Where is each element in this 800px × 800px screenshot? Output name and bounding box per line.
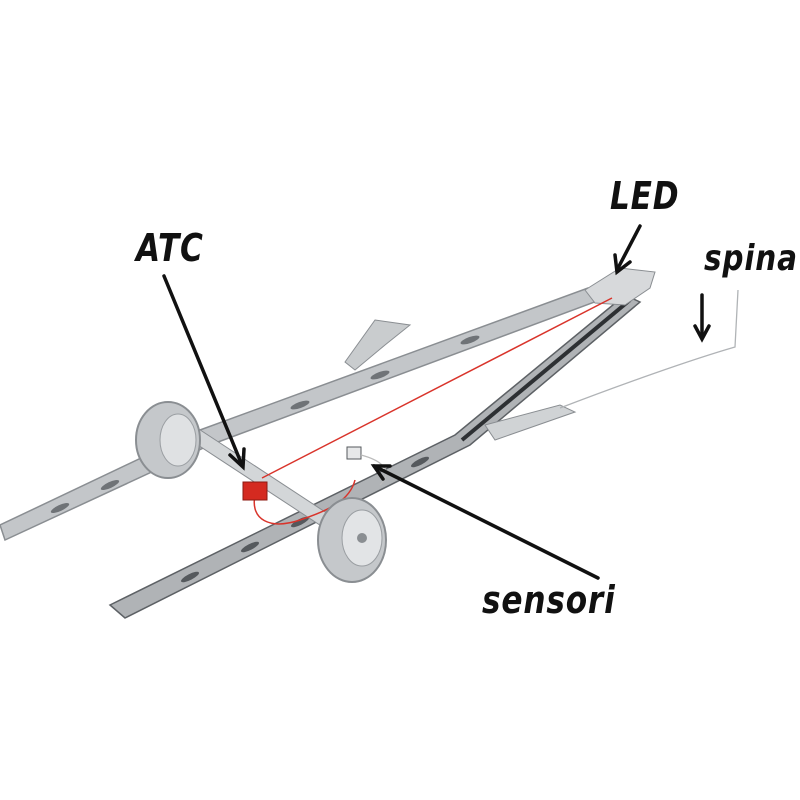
atc-arrow bbox=[162, 274, 246, 471]
right-beam-holes bbox=[180, 456, 430, 583]
right-bunk-support bbox=[484, 404, 577, 441]
label-atc: ATC bbox=[136, 226, 204, 270]
left-bunk-support bbox=[344, 319, 412, 371]
right-frame-beam bbox=[108, 294, 642, 619]
spina-arrow bbox=[693, 293, 711, 343]
label-led: LED bbox=[610, 174, 680, 218]
left-beam-holes bbox=[50, 335, 480, 514]
left-wheel bbox=[135, 401, 201, 479]
atc-red-light bbox=[242, 481, 268, 501]
sensori-arrow bbox=[370, 464, 600, 580]
right-wheel bbox=[317, 497, 387, 583]
label-sensori: sensori bbox=[482, 578, 616, 622]
led-arrow bbox=[613, 224, 642, 276]
coupler-head bbox=[584, 267, 656, 306]
red-cable bbox=[253, 297, 613, 525]
spina-cable bbox=[559, 289, 739, 409]
sensor-box bbox=[346, 446, 362, 460]
label-spina: spina bbox=[704, 238, 798, 279]
